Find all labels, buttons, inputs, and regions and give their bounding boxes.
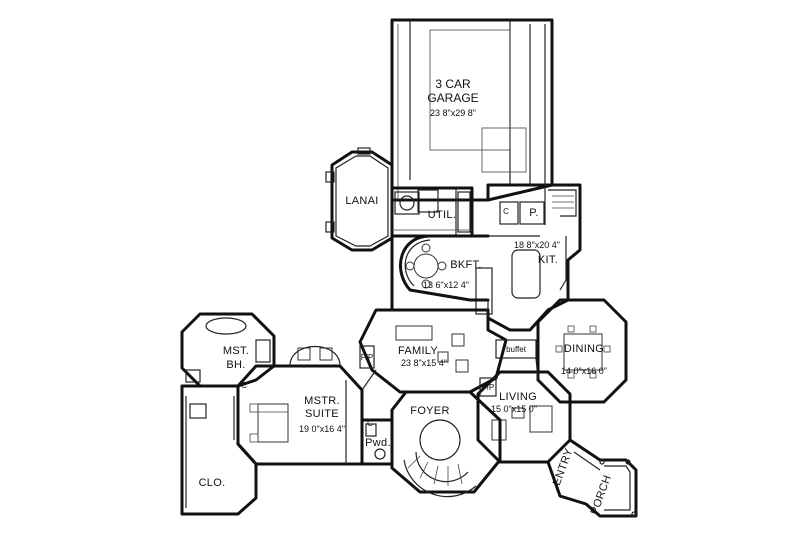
garage-size: 23 8"x29 8" bbox=[430, 108, 476, 118]
master-bath-area bbox=[180, 312, 276, 388]
garage-label-line2: GARAGE bbox=[427, 91, 478, 105]
breakfast-area bbox=[399, 234, 490, 302]
util-label: UTIL. bbox=[428, 209, 456, 221]
utility-area bbox=[390, 186, 474, 238]
kitchen-area bbox=[475, 183, 582, 332]
closet-label: CLO. bbox=[199, 477, 226, 489]
family-area bbox=[358, 308, 508, 394]
dining-label: DINING bbox=[564, 343, 604, 355]
powder-label: Pwd. bbox=[365, 437, 391, 449]
living-size: 15 0"x15 0" bbox=[491, 404, 537, 414]
family-fireplace-label: F/P bbox=[361, 353, 373, 362]
closet-c1-label: C bbox=[503, 207, 509, 216]
pantry-label: P. bbox=[529, 207, 539, 219]
entry-label: ENTRY bbox=[551, 446, 576, 487]
foyer-label: FOYER bbox=[410, 405, 449, 417]
garage-label-line1: 3 CAR bbox=[435, 77, 471, 91]
master-bath-label-line1: MST. bbox=[223, 345, 249, 357]
dining-size: 14 0"x16 0" bbox=[561, 366, 607, 376]
closet-c2-label: C bbox=[367, 419, 373, 428]
living-label: LIVING bbox=[499, 391, 537, 403]
entry-porch-area bbox=[546, 438, 638, 518]
master-suite-area bbox=[236, 346, 364, 466]
lanai-area bbox=[325, 147, 394, 252]
breakfast-label: BKFT. bbox=[450, 259, 481, 271]
master-suite-label-line2: SUITE bbox=[305, 408, 339, 420]
family-size: 23 8"x15 4" bbox=[401, 358, 447, 368]
family-label: FAMILY bbox=[398, 345, 438, 357]
master-suite-size: 19 0"x16 4" bbox=[299, 424, 345, 434]
kitchen-size: 18 8"x20 4" bbox=[514, 240, 560, 250]
closet-c3-label: C bbox=[241, 381, 247, 390]
breakfast-size: 13 6"x12 4" bbox=[423, 280, 469, 290]
interior-walls bbox=[361, 234, 539, 391]
closet-area bbox=[180, 384, 258, 516]
kitchen-label: KIT. bbox=[538, 254, 558, 266]
living-fireplace-label: F/P bbox=[482, 383, 494, 392]
dining-area bbox=[495, 298, 628, 404]
lanai-label: LANAI bbox=[345, 195, 378, 207]
master-suite-label-line1: MSTR. bbox=[304, 395, 340, 407]
buffet-label: buffet bbox=[506, 345, 527, 354]
master-bath-label-line2: BH. bbox=[226, 359, 245, 371]
